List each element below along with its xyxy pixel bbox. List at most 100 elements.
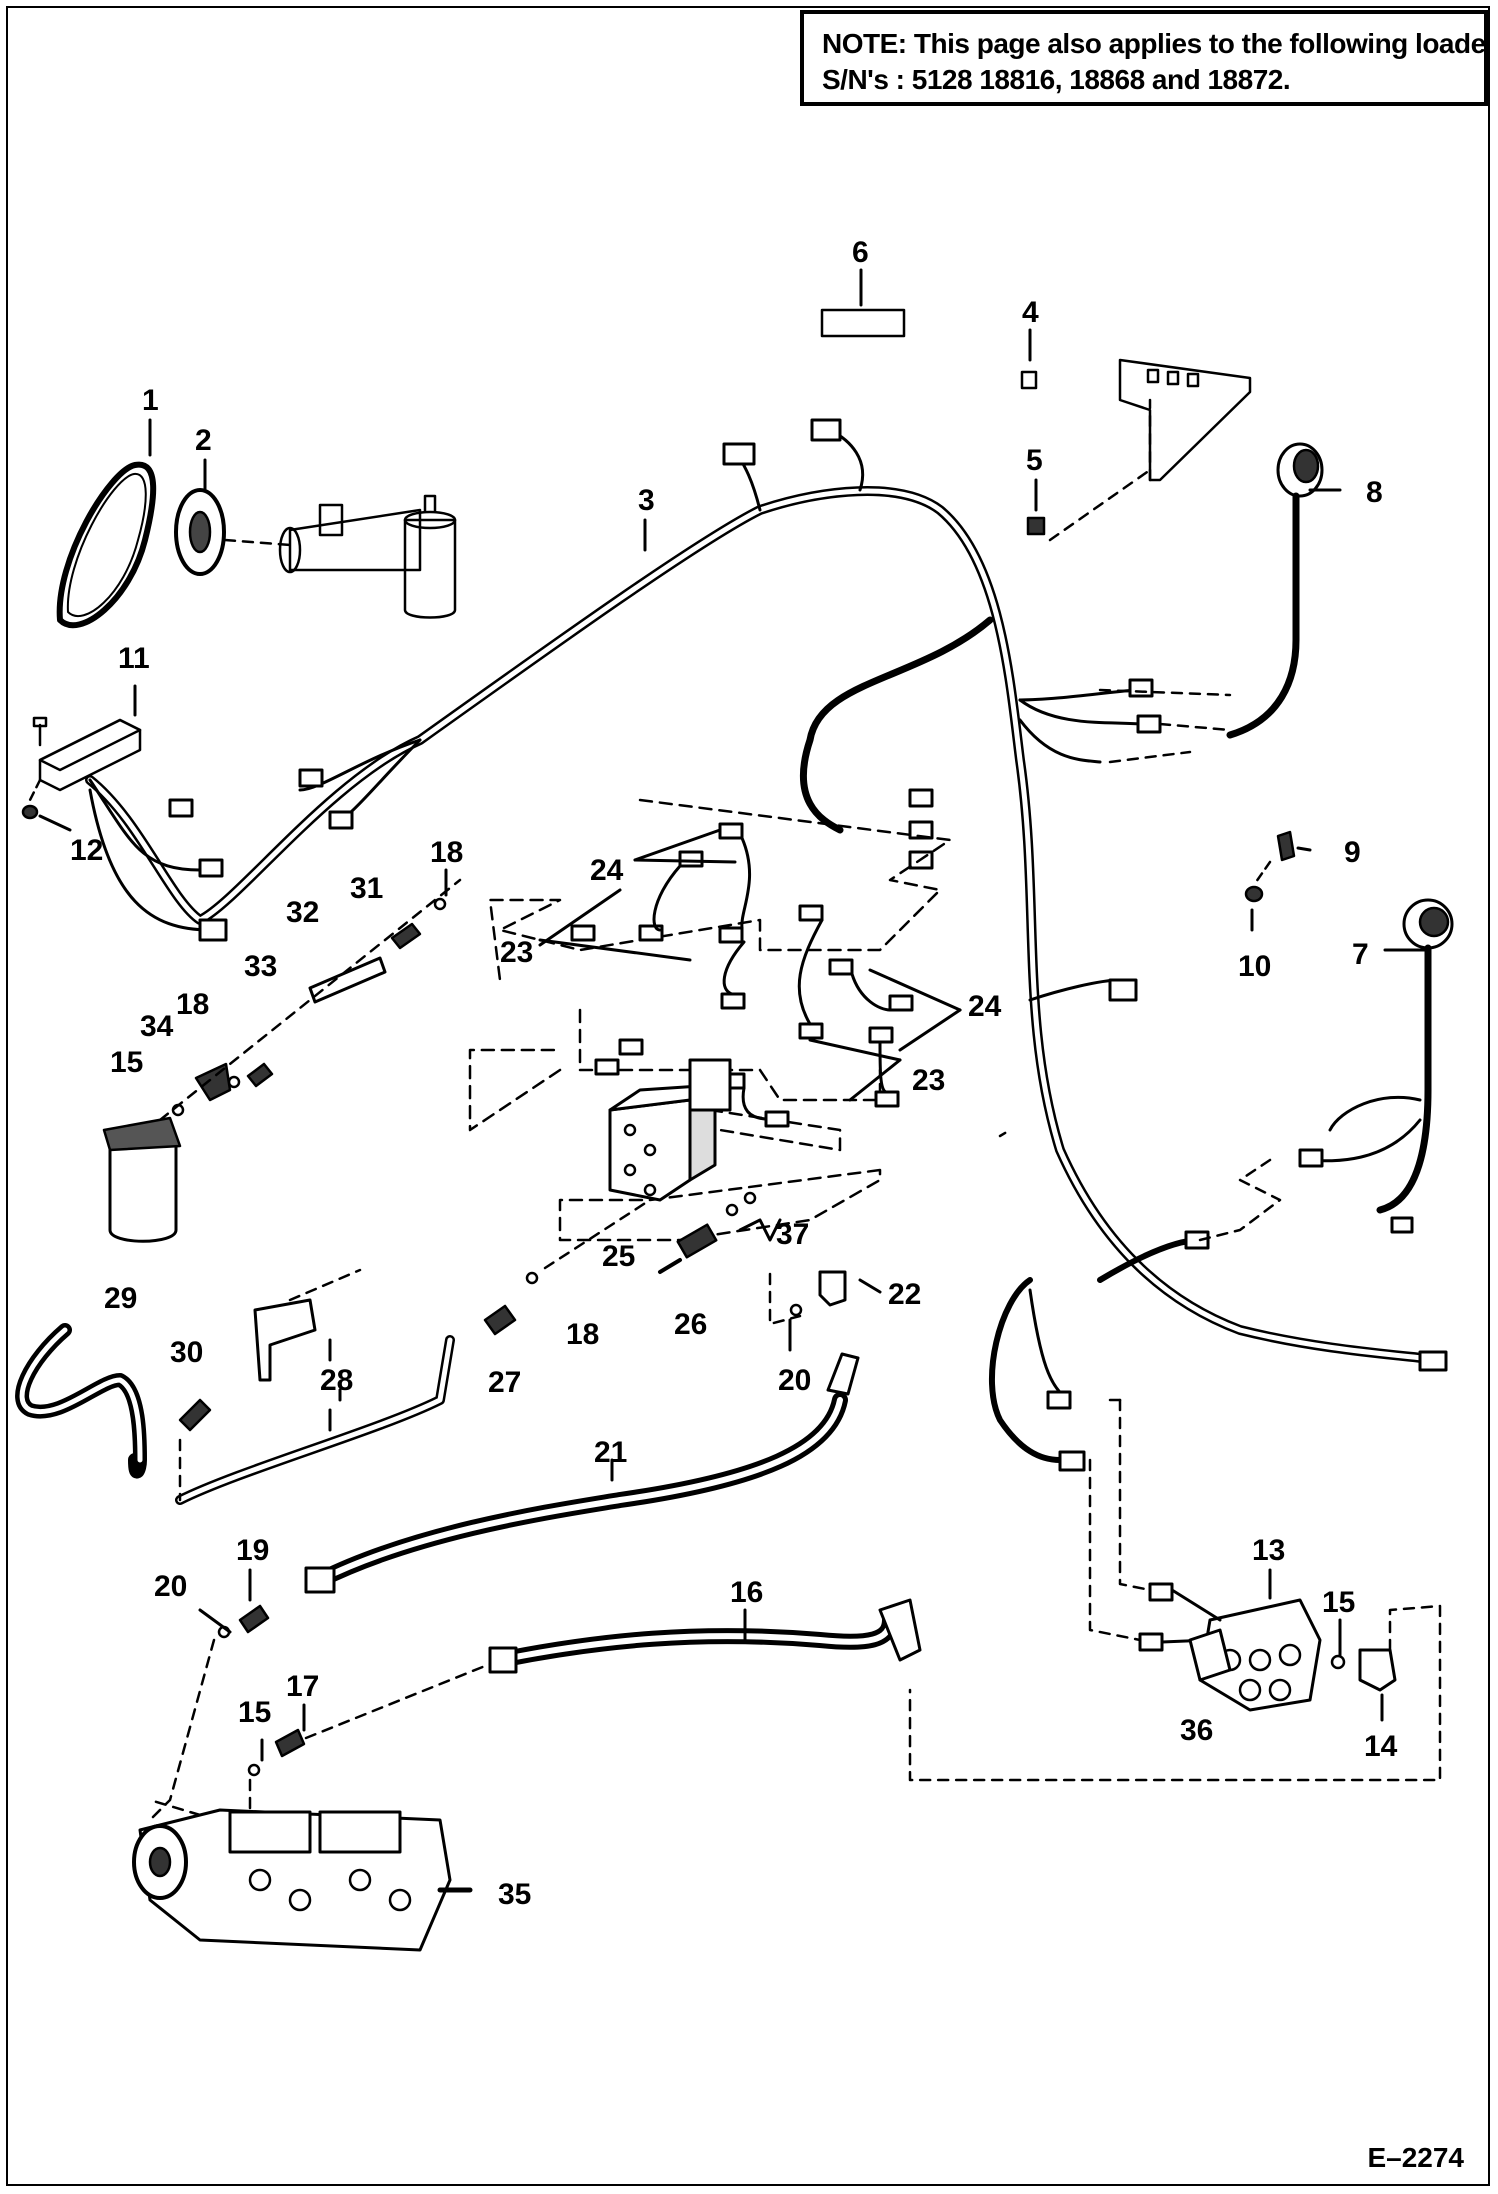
- callout-9: 9: [1344, 836, 1361, 869]
- callout-4: 4: [1022, 296, 1039, 329]
- callout-22: 22: [888, 1278, 921, 1311]
- callout-5: 5: [1026, 444, 1043, 477]
- callout-2: 2: [195, 424, 212, 457]
- hose-29-fitting: [178, 1398, 212, 1432]
- connector: [1136, 714, 1162, 734]
- connector: [1128, 678, 1154, 698]
- connector: [1148, 1582, 1174, 1602]
- clip-37: [738, 1218, 782, 1242]
- callout-leaders: [38, 268, 1432, 1762]
- dash-leader: [768, 1272, 802, 1326]
- callout-labels: 1 2 3 4 5 6 7 8 9 10 11 12 13 14 15 15 1…: [70, 236, 1398, 1911]
- harness-branch: [799, 616, 994, 834]
- bracket-panel: [1118, 358, 1252, 482]
- connector: [722, 442, 756, 466]
- hose-21: [312, 1392, 848, 1588]
- callout-16: 16: [730, 1576, 763, 1609]
- spool: [1268, 1678, 1292, 1702]
- belt-1: [56, 461, 157, 629]
- dash-leader: [1108, 750, 1192, 764]
- fitting-27: [483, 1304, 517, 1336]
- spool: [1248, 1648, 1272, 1672]
- switch-8-cable: [1226, 492, 1300, 739]
- note-line-2: S/N's : 5128 18816, 18868 and 18872.: [822, 64, 1291, 95]
- port: [623, 1163, 637, 1177]
- seal-20: [789, 1303, 803, 1317]
- seal-18: [433, 897, 447, 911]
- callout-21: 21: [594, 1436, 627, 1469]
- figure-id: E–2274: [1367, 2142, 1464, 2173]
- callout-37: 37: [776, 1218, 809, 1251]
- callout-35: 35: [498, 1878, 531, 1911]
- callout-12: 12: [70, 834, 103, 867]
- part-4: [1020, 370, 1038, 390]
- note-label: NOTE:: [822, 28, 907, 59]
- spool: [1238, 1678, 1262, 1702]
- dash-outline: [558, 1168, 882, 1242]
- connector: [1298, 1148, 1324, 1168]
- belt-1-inner: [66, 472, 147, 618]
- callout-29: 29: [104, 1282, 137, 1315]
- connector: [908, 820, 934, 840]
- harness-branch: [88, 788, 212, 932]
- pump-section: [318, 1810, 402, 1854]
- block-connectors: [570, 822, 914, 1128]
- panel-slot: [1186, 372, 1200, 388]
- part-5: [1026, 516, 1046, 536]
- dash-outline: [468, 1048, 562, 1132]
- pump-section: [228, 1810, 312, 1854]
- harness-branch: [1018, 698, 1152, 727]
- dash-leader: [1198, 1158, 1282, 1242]
- dash-leader: [148, 1798, 202, 1817]
- pulley-2: [174, 488, 226, 576]
- callout-25: 25: [602, 1240, 635, 1273]
- controller-11-top: [38, 718, 142, 772]
- hose-16-inner: [497, 1617, 893, 1663]
- dash-leader: [148, 1638, 216, 1822]
- hose-16-fitting: [488, 1646, 518, 1674]
- fitting-19: [238, 1604, 270, 1634]
- callout-18-left: 18: [176, 988, 209, 1021]
- filter: [108, 1144, 178, 1243]
- tube-28-inner: [177, 1337, 453, 1503]
- fan-motor-housing: [403, 518, 457, 619]
- pump-35-end-hub: [148, 1846, 172, 1878]
- connector: [298, 768, 324, 788]
- dash-leader: [908, 1604, 1442, 1782]
- pump-port: [248, 1868, 272, 1892]
- nut-10: [1244, 885, 1264, 903]
- callout-36: 36: [1180, 1714, 1213, 1747]
- callout-13: 13: [1252, 1534, 1285, 1567]
- connector: [1138, 1632, 1164, 1652]
- callout-3: 3: [638, 484, 655, 517]
- tube-28: [175, 1335, 455, 1505]
- controller-screw-head: [32, 716, 48, 728]
- connector: [1058, 1450, 1086, 1472]
- callout-33: 33: [244, 950, 277, 983]
- hose-21-fitting: [304, 1566, 336, 1594]
- hose-29-inner: [19, 1327, 143, 1463]
- callout-18-tube: 18: [566, 1318, 599, 1351]
- callout-20-right: 20: [778, 1364, 811, 1397]
- connector: [198, 858, 224, 878]
- callout-7: 7: [1352, 938, 1369, 971]
- clip-9: [1276, 830, 1296, 862]
- panel-slot: [1166, 370, 1180, 386]
- connector: [1108, 978, 1138, 1002]
- callout-34: 34: [140, 1010, 174, 1043]
- callout-11: 11: [118, 642, 150, 675]
- dash-leader: [1098, 688, 1232, 697]
- dash-outline: [488, 798, 952, 982]
- switch-7-cable: [1376, 944, 1432, 1214]
- bracket-30: [253, 1298, 317, 1382]
- callout-30: 30: [170, 1336, 203, 1369]
- dash-leader: [288, 1268, 362, 1302]
- pump-port: [348, 1868, 372, 1892]
- callout-23-right: 23: [912, 1064, 945, 1097]
- connector: [908, 788, 934, 808]
- callout-10: 10: [1238, 950, 1271, 983]
- port: [623, 1123, 637, 1137]
- note-text-1: This page also applies to the following …: [913, 28, 1488, 59]
- callout-23-left: 23: [500, 936, 533, 969]
